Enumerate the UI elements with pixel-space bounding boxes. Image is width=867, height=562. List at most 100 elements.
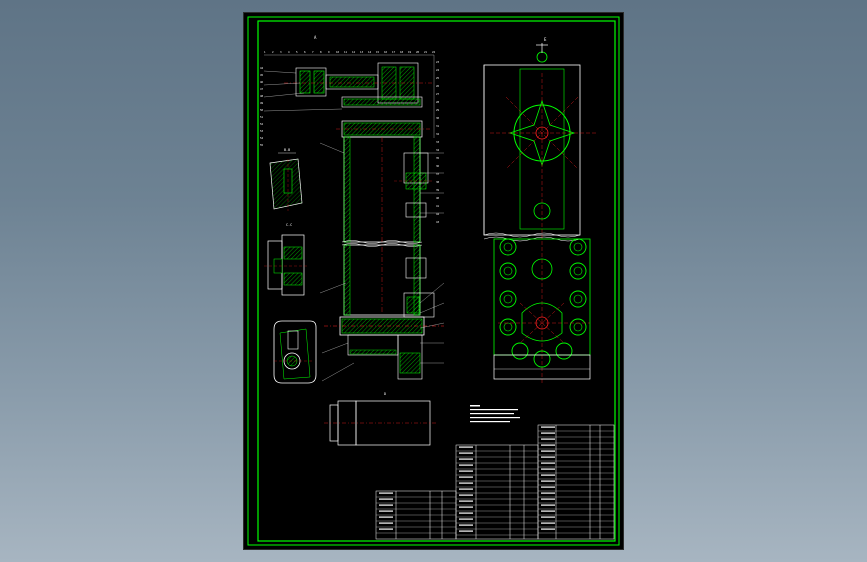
section-b-detail: B-B: [269, 148, 303, 211]
part-number-label: 38: [436, 180, 440, 184]
cad-drawing: A: [247, 16, 620, 546]
view-e-title: D: [384, 392, 386, 396]
part-number-label: 25: [436, 76, 440, 80]
part-number-label: 19: [408, 50, 412, 54]
table-cell-text: [379, 498, 393, 500]
part-number-label: 52: [260, 122, 264, 126]
table-cell-text: [541, 468, 555, 470]
part-number-label: 12: [352, 50, 356, 54]
table-cell-text: [541, 432, 555, 434]
part-number-label: 46: [260, 80, 264, 84]
part-number-label: 43: [436, 220, 440, 224]
part-number-label: 16: [384, 50, 388, 54]
part-number-label: 8: [320, 50, 322, 54]
part-number-label: 44: [260, 66, 264, 70]
part-number-label: 48: [260, 94, 264, 98]
part-number-label: 23: [436, 60, 440, 64]
table-cell-text: [459, 524, 473, 526]
part-number-label: 27: [436, 92, 440, 96]
part-number-label: 26: [436, 84, 440, 88]
part-number-label: 13: [360, 50, 364, 54]
title-block: [375, 424, 615, 540]
part-number-label: 17: [392, 50, 396, 54]
part-number-label: 37: [436, 172, 440, 176]
section-d-detail: [273, 320, 317, 384]
table-cell-text: [379, 504, 393, 506]
part-number-label: 55: [260, 143, 264, 147]
table-cell-text: [379, 510, 393, 512]
part-number-label: 5: [296, 50, 298, 54]
part-number-label: 31: [436, 124, 440, 128]
table-cell-text: [541, 522, 555, 524]
table-cell-text: [541, 456, 555, 458]
outer-frame: [247, 16, 620, 546]
section-c-detail: C-C: [264, 223, 308, 296]
table-cell-text: [541, 474, 555, 476]
part-number-label: 14: [368, 50, 372, 54]
part-number-label: 3: [280, 50, 282, 54]
table-cell-text: [541, 480, 555, 482]
table-cell-text: [541, 438, 555, 440]
table-cell-text: [459, 476, 473, 478]
part-number-label: 28: [436, 100, 440, 104]
table-cell-text: [459, 530, 473, 532]
table-cell-text: [459, 512, 473, 514]
part-number-label: 21: [424, 50, 428, 54]
table-cell-text: [459, 482, 473, 484]
part-number-label: 35: [436, 156, 440, 160]
part-number-label: 20: [416, 50, 420, 54]
part-number-label: 45: [260, 73, 264, 77]
part-number-label: 47: [260, 87, 264, 91]
section-c-title: C-C: [286, 223, 292, 227]
part-number-label: 1: [264, 50, 266, 54]
part-number-label: 11: [344, 50, 348, 54]
table-cell-text: [459, 452, 473, 454]
table-cell-text: [459, 494, 473, 496]
section-b-title: B-B: [284, 148, 290, 152]
table-cell-text: [459, 500, 473, 502]
table-cell-text: [541, 426, 555, 428]
table-cell-text: [459, 488, 473, 490]
part-number-label: 49: [260, 101, 264, 105]
side-view-chain-assembly: E: [483, 37, 596, 383]
table-cell-text: [541, 462, 555, 464]
table-cell-text: [459, 464, 473, 466]
inner-frame: [257, 20, 616, 542]
table-cell-text: [379, 492, 393, 494]
table-cell-text: [459, 446, 473, 448]
part-number-label: 36: [436, 164, 440, 168]
part-number-label: 29: [436, 108, 440, 112]
part-callouts: [263, 54, 445, 382]
table-cell-text: [541, 486, 555, 488]
table-cell-text: [541, 528, 555, 530]
part-numbers-right: 2324252627282930313233343536373839404142…: [436, 60, 440, 224]
table-cell-text: [379, 528, 393, 530]
part-number-label: 4: [288, 50, 290, 54]
table-cell-text: [541, 510, 555, 512]
main-section-view: A: [284, 35, 444, 380]
part-number-label: 9: [328, 50, 330, 54]
part-number-label: 30: [436, 116, 440, 120]
table-cell-text: [541, 498, 555, 500]
part-number-label: 22: [432, 50, 436, 54]
part-number-label: 32: [436, 132, 440, 136]
view-a-label: A: [314, 35, 317, 40]
part-number-label: 24: [436, 68, 440, 72]
part-number-label: 50: [260, 108, 264, 112]
part-number-label: 7: [312, 50, 314, 54]
technical-notes: [470, 405, 520, 423]
part-number-label: 41: [436, 204, 440, 208]
part-number-label: 2: [272, 50, 274, 54]
table-cell-text: [459, 518, 473, 520]
table-cell-text: [541, 504, 555, 506]
part-number-label: 42: [436, 212, 440, 216]
table-cell-text: [541, 450, 555, 452]
part-number-label: 34: [436, 148, 440, 152]
part-number-label: 10: [336, 50, 340, 54]
table-cell-text: [379, 516, 393, 518]
table-cell-text: [541, 444, 555, 446]
table-cell-text: [459, 506, 473, 508]
table-cell-text: [459, 458, 473, 460]
part-number-label: 39: [436, 188, 440, 192]
